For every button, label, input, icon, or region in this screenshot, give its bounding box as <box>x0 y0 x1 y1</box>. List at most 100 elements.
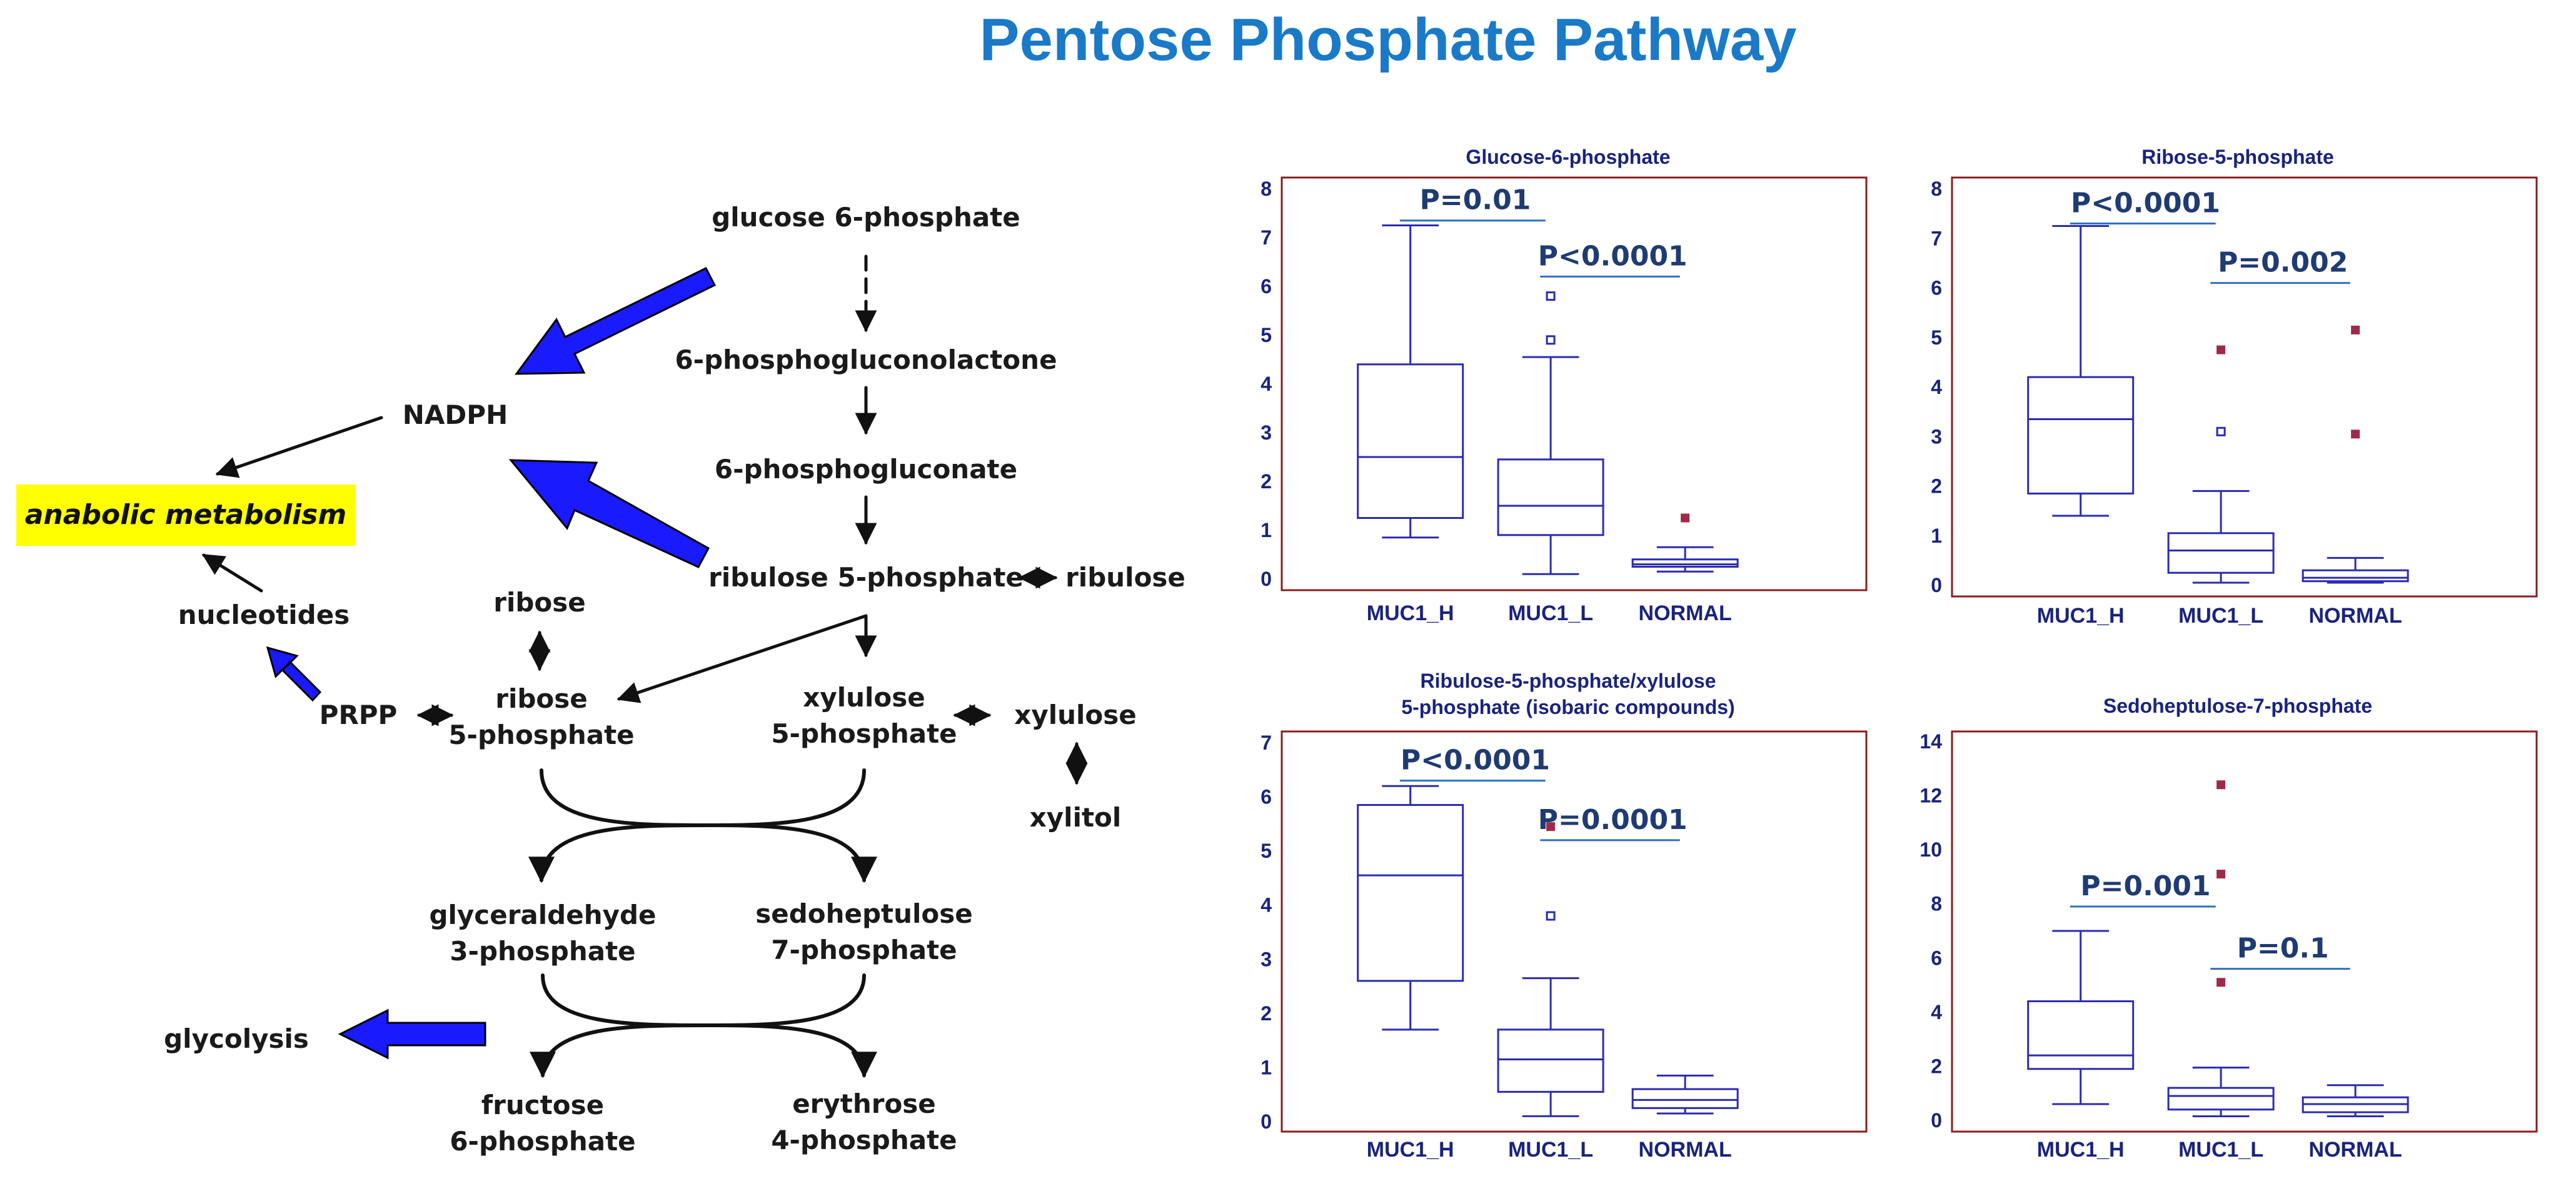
arrow-nucleotides-to-anabolic <box>202 553 263 593</box>
outlier-point <box>2351 325 2360 334</box>
label-glucose-6-phosphate: glucose 6-phosphate <box>712 202 1020 233</box>
label-xylulose-5p-line1: xylulose <box>803 682 925 713</box>
box-iqr <box>2167 532 2275 574</box>
box-iqr <box>1357 804 1464 982</box>
box-iqr <box>2027 376 2135 495</box>
x-category-label: MUC1_H <box>2037 1138 2125 1162</box>
y-tick-label: 0 <box>1260 1110 1272 1133</box>
outlier-point <box>2216 978 2226 987</box>
pvalue-label: P=0.1 <box>2237 933 2329 965</box>
outlier-point <box>1546 291 1556 301</box>
pvalue-label: P<0.0001 <box>1538 240 1688 272</box>
box-muc1-l <box>1497 356 1604 575</box>
pvalue-label: P=0.0001 <box>1538 804 1688 836</box>
arrow-nadph-to-anabolic <box>215 416 383 478</box>
y-tick-label: 1 <box>1931 525 1942 547</box>
x-category-label: MUC1_L <box>1508 1138 1593 1162</box>
label-glycolysis: glycolysis <box>164 1023 309 1054</box>
pvalue-label: P<0.0001 <box>1401 745 1550 776</box>
x-category-label: MUC1_H <box>1367 601 1454 625</box>
anabolic-highlight <box>16 485 355 546</box>
y-tick-label: 2 <box>1931 1055 1942 1077</box>
box-iqr <box>1357 363 1464 519</box>
outlier-point <box>2216 780 2226 790</box>
label-nadph: NADPH <box>403 400 508 430</box>
box-normal <box>1631 546 1739 573</box>
x-category-label: MUC1_L <box>1508 601 1593 625</box>
box-normal <box>2302 556 2409 584</box>
outlier-point <box>2216 870 2226 879</box>
arrow-ru5p-to-r5p <box>616 614 868 703</box>
box-normal <box>1631 1074 1739 1115</box>
chart-title: Glucose-6-phosphate <box>1466 146 1670 168</box>
label-ribose-5p-line2: 5-phosphate <box>448 720 634 750</box>
x-category-label: NORMAL <box>1639 1138 1732 1162</box>
pvalue-label: P<0.0001 <box>2071 187 2220 219</box>
box-muc1-l <box>1497 977 1604 1117</box>
y-tick-label: 3 <box>1260 421 1272 444</box>
y-tick-label: 1 <box>1260 1056 1272 1078</box>
label-glyceraldehyde-3p-line2: 3-phosphate <box>450 936 635 967</box>
label-glyceraldehyde-3p-line1: glyceraldehyde <box>429 900 656 930</box>
label-6-phosphogluconate: 6-phosphogluconate <box>715 454 1017 485</box>
y-tick-label: 1 <box>1260 519 1272 541</box>
box-muc1-l <box>2167 1067 2275 1118</box>
y-tick-label: 3 <box>1260 948 1272 970</box>
y-tick-label: 0 <box>1931 1109 1942 1132</box>
y-tick-label: 2 <box>1931 475 1942 498</box>
x-category-label: MUC1_L <box>2178 1138 2263 1162</box>
outlier-point <box>2351 430 2360 439</box>
label-ribose-5p-line1: ribose <box>495 683 588 714</box>
y-tick-label: 10 <box>1919 838 1942 861</box>
x-category-label: MUC1_H <box>1367 1138 1454 1162</box>
label-ribulose-5-phosphate: ribulose 5-phosphate <box>708 562 1024 593</box>
box-muc1-h <box>2027 930 2135 1105</box>
y-tick-label: 8 <box>1260 178 1272 200</box>
pvalue-label: P=0.001 <box>2080 870 2210 902</box>
label-xylitol: xylitol <box>1030 802 1122 833</box>
big-arrow-to-glycolysis <box>338 1008 486 1060</box>
box-iqr <box>1631 558 1739 568</box>
box-iqr <box>1631 1088 1739 1109</box>
box-iqr <box>2302 569 2409 583</box>
pvalue-label: P=0.002 <box>2218 247 2348 279</box>
y-tick-label: 5 <box>1260 324 1272 346</box>
chart-frame <box>1951 730 2538 1133</box>
y-tick-label: 4 <box>1931 1001 1942 1023</box>
box-muc1-l <box>2167 490 2275 584</box>
y-tick-label: 3 <box>1931 425 1942 448</box>
y-tick-label: 6 <box>1931 947 1942 969</box>
box-muc1-h <box>1357 785 1464 1031</box>
y-tick-label: 7 <box>1260 226 1272 249</box>
box-iqr <box>2167 1087 2275 1111</box>
x-category-label: NORMAL <box>2309 1138 2402 1162</box>
chart-title: Ribulose-5-phosphate/xylulose <box>1421 670 1716 692</box>
y-tick-label: 5 <box>1931 326 1942 349</box>
label-prpp: PRPP <box>319 700 398 730</box>
outlier-point <box>1546 822 1556 832</box>
y-tick-label: 0 <box>1260 568 1272 590</box>
x-category-label: NORMAL <box>2309 604 2402 628</box>
box-iqr <box>1497 458 1604 536</box>
y-tick-label: 7 <box>1260 731 1272 754</box>
chart-frame <box>1280 176 1868 591</box>
y-tick-label: 5 <box>1260 840 1272 862</box>
page-title: Pentose Phosphate Pathway <box>979 6 1796 73</box>
y-tick-label: 14 <box>1919 730 1942 753</box>
label-xylulose: xylulose <box>1014 700 1137 730</box>
boxplot-chart-3: Ribulose-5-phosphate/xylulose5-phosphate… <box>1260 670 1868 1162</box>
box-muc1-h <box>1357 224 1464 539</box>
label-anabolic-metabolism: anabolic metabolism <box>25 499 346 531</box>
y-tick-label: 6 <box>1260 275 1272 298</box>
outlier-point <box>2216 426 2226 436</box>
y-tick-label: 4 <box>1260 373 1272 395</box>
label-erythrose-4p-line1: erythrose <box>792 1088 936 1119</box>
y-tick-label: 0 <box>1931 574 1942 596</box>
label-xylulose-5p-line2: 5-phosphate <box>771 718 957 749</box>
chart-title: Ribose-5-phosphate <box>2141 146 2334 168</box>
big-arrow-to-nadph <box>514 267 717 375</box>
